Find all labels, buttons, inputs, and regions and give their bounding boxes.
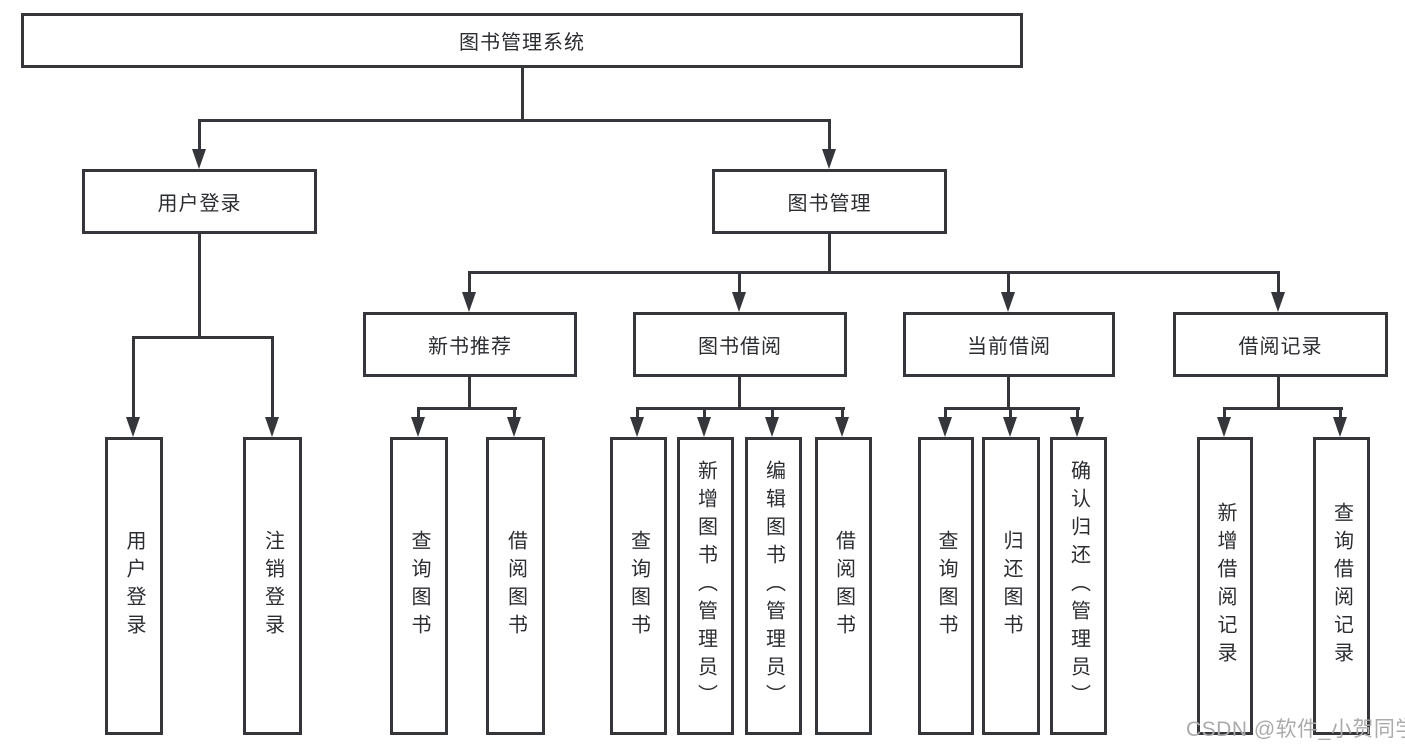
- connector-drop-c1: [944, 407, 947, 421]
- connector-drop-leaf-login: [132, 336, 135, 419]
- node-root-label: 图书管理系统: [459, 32, 585, 54]
- leaf-borrow-books-borrowing: 借阅图书: [815, 437, 872, 735]
- leaf-query-books-current-label: 查询图书: [935, 530, 957, 642]
- arrowhead-b4: [835, 417, 849, 437]
- leaf-query-borrow-record-label: 查询借阅记录: [1330, 502, 1353, 670]
- arrowhead-j2: [1333, 417, 1347, 437]
- leaf-query-books-current: 查询图书: [918, 437, 974, 735]
- connector-book-mgmt-stem: [828, 234, 831, 274]
- connector-drop-b2: [703, 407, 706, 421]
- arrowhead-book-mgmt: [822, 149, 836, 169]
- connector-drop-j2: [1339, 407, 1342, 421]
- leaf-edit-book-admin-label: 编辑图书（管理员）: [762, 460, 785, 712]
- leaf-borrow-books-recommend-label: 借阅图书: [504, 530, 527, 642]
- connector-drop-b3: [771, 407, 774, 421]
- connector-drop-current: [1007, 271, 1010, 295]
- connector-drop-c3: [1076, 407, 1079, 421]
- arrowhead-borrowing: [732, 292, 746, 312]
- connector-records-bar: [1225, 407, 1343, 410]
- leaf-add-borrow-record: 新增借阅记录: [1197, 437, 1253, 735]
- node-new-book-recommend-label: 新书推荐: [428, 336, 512, 358]
- leaf-borrow-books-recommend: 借阅图书: [486, 437, 545, 735]
- connector-drop-borrowing: [738, 271, 741, 295]
- connector-current-bar: [946, 407, 1080, 410]
- connector-records-stem: [1277, 377, 1280, 410]
- leaf-user-login: 用户登录: [105, 437, 163, 735]
- leaf-query-books-recommend: 查询图书: [390, 437, 448, 735]
- arrowhead-current: [1001, 292, 1015, 312]
- connector-drop-records: [1277, 271, 1280, 295]
- arrowhead-leaf-logout: [265, 417, 279, 437]
- arrowhead-b3: [765, 417, 779, 437]
- connector-drop-user-login: [198, 119, 201, 151]
- arrowhead-records: [1271, 292, 1285, 312]
- leaf-logout-login-label: 注销登录: [261, 530, 284, 642]
- leaf-query-books-borrowing-label: 查询图书: [627, 530, 650, 642]
- arrowhead-recommend: [462, 292, 476, 312]
- connector-borrowing-bar: [638, 407, 845, 410]
- arrowhead-j1: [1217, 417, 1231, 437]
- arrowhead-user-login: [192, 149, 206, 169]
- connector-drop-leaf-logout: [271, 336, 274, 419]
- connector-drop-j1: [1223, 407, 1226, 421]
- node-new-book-recommend: 新书推荐: [363, 312, 577, 377]
- node-book-borrowing: 图书借阅: [633, 312, 847, 377]
- arrowhead-c2: [1003, 417, 1017, 437]
- node-user-login: 用户登录: [82, 169, 317, 234]
- leaf-confirm-return-admin-label: 确认归还（管理员）: [1067, 460, 1090, 712]
- arrowhead-r2: [507, 417, 521, 437]
- arrowhead-c3: [1070, 417, 1084, 437]
- connector-drop-b4: [841, 407, 844, 421]
- leaf-confirm-return-admin: 确认归还（管理员）: [1050, 437, 1107, 735]
- leaf-add-borrow-record-label: 新增借阅记录: [1214, 502, 1236, 670]
- csdn-watermark: CSDN @软件_小贺同学: [1186, 718, 1405, 741]
- connector-drop-recommend: [468, 271, 471, 295]
- connector-drop-c2: [1009, 407, 1012, 421]
- leaf-return-book-label: 归还图书: [1000, 530, 1022, 642]
- arrowhead-b1: [630, 417, 644, 437]
- leaf-query-borrow-record: 查询借阅记录: [1313, 437, 1370, 735]
- connector-user-login-bar: [134, 336, 274, 339]
- node-current-borrowing-label: 当前借阅: [967, 336, 1051, 358]
- connector-borrowing-stem: [738, 377, 741, 410]
- connector-recommend-stem: [468, 377, 471, 410]
- leaf-edit-book-admin: 编辑图书（管理员）: [745, 437, 802, 735]
- connector-level2-bar: [198, 119, 831, 122]
- connector-drop-r2: [513, 407, 516, 421]
- leaf-add-book-admin: 新增图书（管理员）: [677, 437, 734, 735]
- node-book-borrowing-label: 图书借阅: [698, 336, 782, 358]
- connector-drop-b1: [636, 407, 639, 421]
- arrowhead-leaf-login: [126, 417, 140, 437]
- connector-current-stem: [1007, 377, 1010, 410]
- connector-user-login-stem: [198, 234, 201, 336]
- leaf-query-books-borrowing: 查询图书: [610, 437, 667, 735]
- connector-drop-book-mgmt: [828, 119, 831, 151]
- leaf-borrow-books-borrowing-label: 借阅图书: [832, 530, 855, 642]
- connector-root-stem: [521, 68, 524, 121]
- leaf-user-login-label: 用户登录: [123, 530, 145, 642]
- arrowhead-r1: [411, 417, 425, 437]
- node-book-management: 图书管理: [712, 169, 947, 234]
- node-root: 图书管理系统: [21, 13, 1023, 68]
- node-book-management-label: 图书管理: [787, 193, 872, 215]
- node-borrowing-records: 借阅记录: [1173, 312, 1388, 377]
- leaf-add-book-admin-label: 新增图书（管理员）: [694, 460, 717, 712]
- node-user-login-label: 用户登录: [157, 193, 242, 215]
- leaf-query-books-recommend-label: 查询图书: [408, 530, 430, 642]
- connector-recommend-bar: [419, 407, 517, 410]
- leaf-logout-login: 注销登录: [243, 437, 302, 735]
- node-current-borrowing: 当前借阅: [903, 312, 1115, 377]
- arrowhead-c1: [938, 417, 952, 437]
- connector-level3-bar: [470, 271, 1280, 274]
- arrowhead-b2: [697, 417, 711, 437]
- leaf-return-book: 归还图书: [982, 437, 1040, 735]
- node-borrowing-records-label: 借阅记录: [1238, 336, 1323, 358]
- connector-drop-r1: [417, 407, 420, 421]
